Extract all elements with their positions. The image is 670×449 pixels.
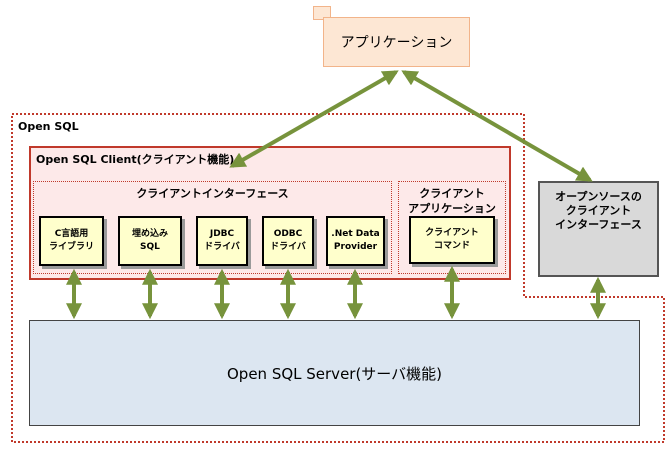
client-interface-group bbox=[33, 181, 392, 274]
client-application-label-line1: クライアント bbox=[419, 187, 485, 200]
arrow-app-to-oss bbox=[401, 70, 593, 182]
arrow-app-to-client bbox=[229, 70, 399, 168]
module-c-library: C言語用 ライブラリ bbox=[39, 216, 104, 266]
module-odbc-driver: ODBC ドライバ bbox=[262, 216, 314, 266]
module-client-command: クライアント コマンド bbox=[409, 216, 495, 264]
open-sql-server-box: Open SQL Server(サーバ機能) bbox=[29, 320, 640, 426]
application-tab-decoration bbox=[313, 6, 331, 20]
client-interface-label: クライアントインターフェース bbox=[136, 187, 289, 200]
open-sql-label: Open SQL bbox=[18, 120, 79, 133]
module-embedded-sql: 埋め込み SQL bbox=[118, 216, 182, 266]
module-jdbc-driver: JDBC ドライバ bbox=[196, 216, 248, 266]
open-sql-client-label: Open SQL Client(クライアント機能) bbox=[36, 153, 235, 166]
module-dotnet-provider: .Net Data Provider bbox=[326, 216, 385, 266]
application-box: アプリケーション bbox=[323, 17, 470, 67]
client-application-label-line2: アプリケーション bbox=[408, 202, 496, 215]
open-source-interface-box: オープンソースの クライアント インターフェース bbox=[538, 181, 659, 277]
